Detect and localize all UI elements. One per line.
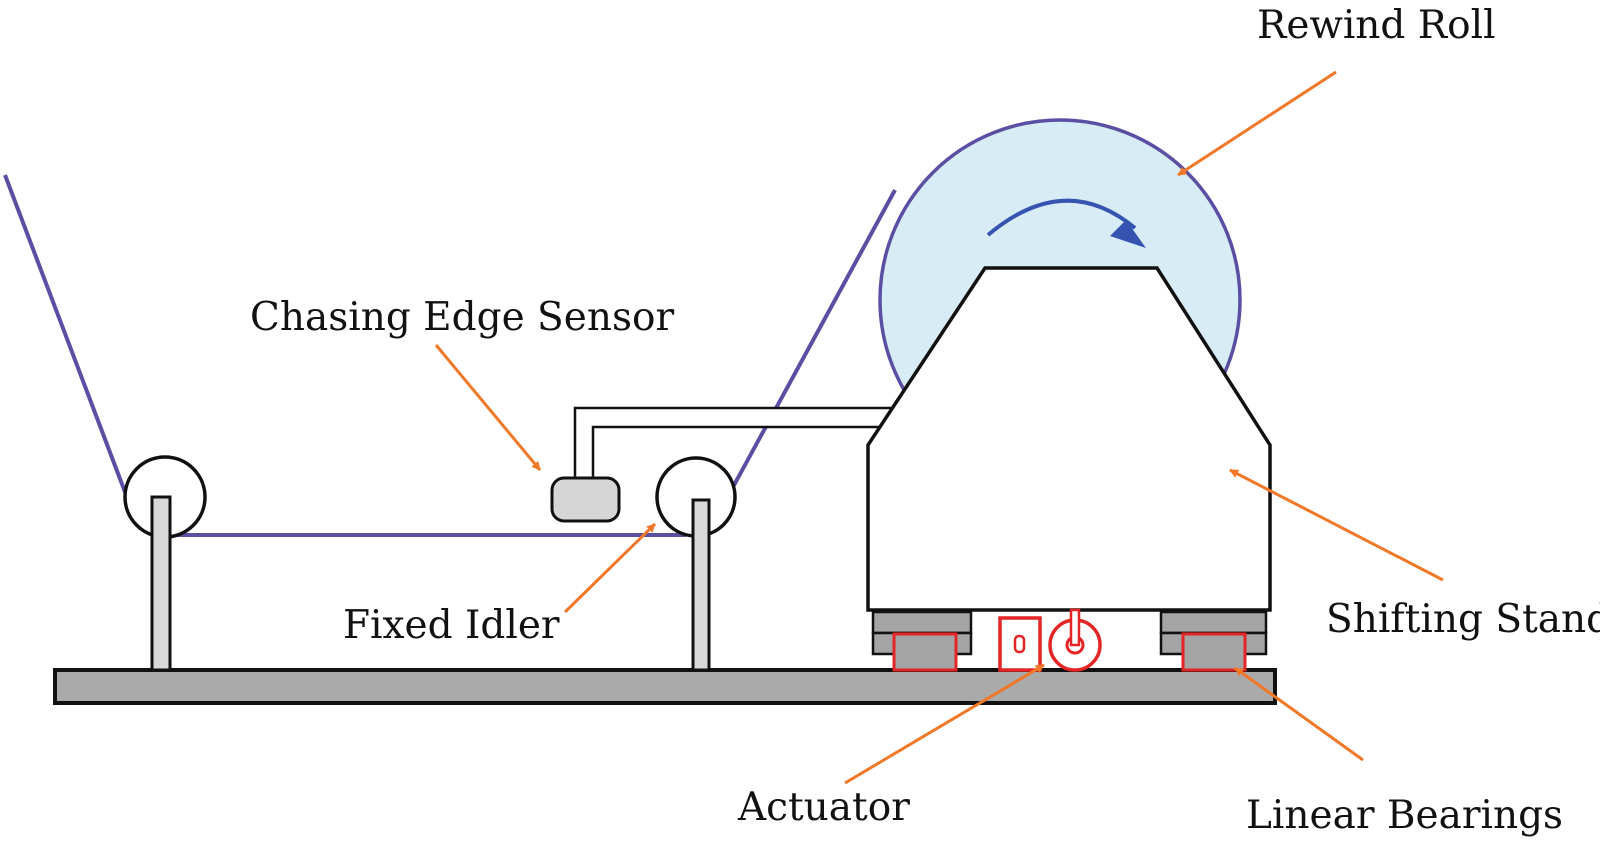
left-slide-upper [871, 610, 973, 635]
left-idler-post [150, 495, 172, 672]
shifting-stand-label: Shifting Stand [1326, 597, 1600, 642]
actuator-rod [1069, 608, 1081, 647]
fixed-idler-post [691, 498, 711, 672]
actuator-slot [1013, 634, 1026, 654]
rotation-arrowhead-icon [1110, 220, 1146, 248]
rotation-arrow [986, 198, 1137, 237]
linear-bearings-label: Linear Bearings [1246, 793, 1563, 838]
actuator-leader-arrow [844, 663, 1045, 785]
rewind-roll-label: Rewind Roll [1257, 3, 1496, 48]
left-linear-bearing [892, 632, 958, 672]
linear-bearings-leader-arrow [1234, 666, 1364, 762]
edge-sensor-head [550, 476, 621, 523]
actuator-body [998, 616, 1042, 672]
sensor-arm [573, 406, 897, 484]
shifting-stand-leader-arrow [1229, 468, 1444, 582]
web-path [3, 174, 897, 537]
base-plate [53, 668, 1277, 705]
rewind-roll-leader-arrow [1177, 70, 1337, 177]
shifting-stand-body [866, 266, 1272, 612]
actuator-label: Actuator [737, 785, 910, 830]
chasing-edge-sensor-leader-arrow [434, 344, 542, 471]
fixed-idler-label: Fixed Idler [343, 603, 560, 648]
right-linear-bearing [1181, 632, 1247, 672]
right-slide-upper [1159, 610, 1268, 635]
fixed-idler-leader-arrow [563, 522, 657, 614]
chasing-edge-sensor-label: Chasing Edge Sensor [250, 295, 674, 340]
